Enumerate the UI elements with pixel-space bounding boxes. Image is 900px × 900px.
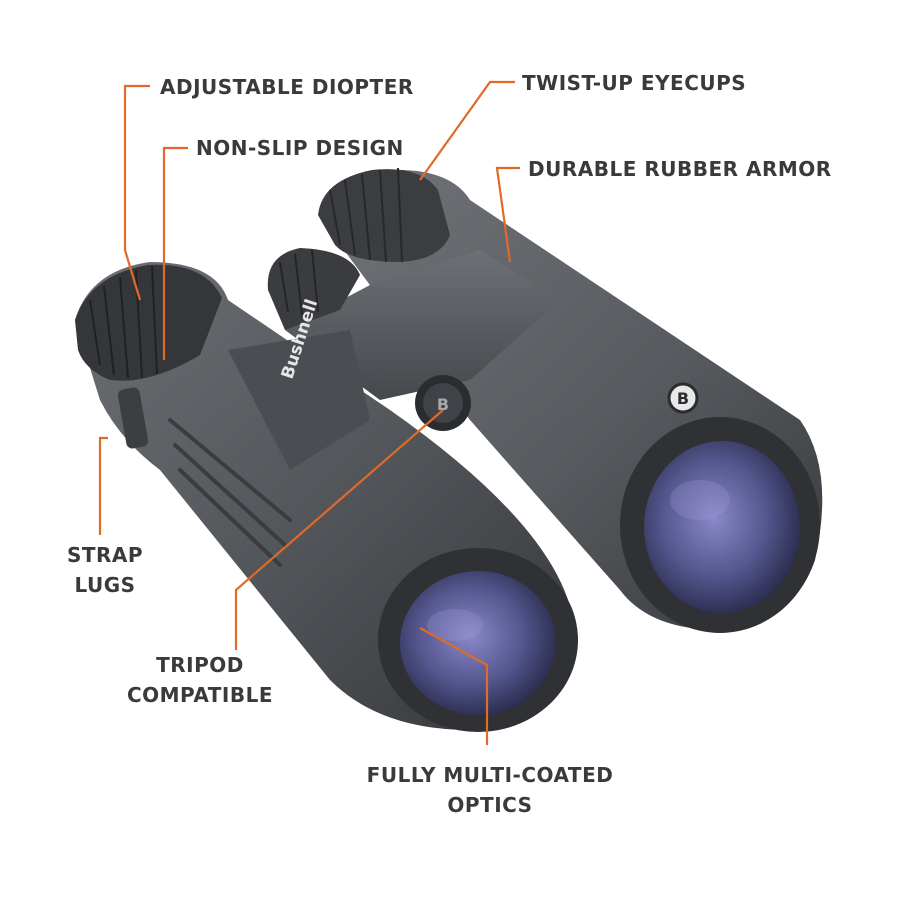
label-tripod-compatible: TRIPOD COMPATIBLE [120,650,280,710]
leader-adjustable-diopter [123,84,150,301]
leader-optics [419,627,489,745]
svg-text:B: B [677,389,689,408]
label-optics-line2: OPTICS [447,793,533,817]
label-adjustable-diopter: ADJUSTABLE DIOPTER [160,75,414,99]
label-tripod-compatible-line1: TRIPOD [156,653,244,677]
left-objective-lens [400,571,556,715]
strap-lug [117,387,149,449]
svg-text:B: B [437,395,449,414]
bushnell-badge-icon [667,382,699,414]
leader-twist-up-eyecups [419,80,515,181]
right-objective-lens [644,441,800,613]
leader-tripod-compatible [234,409,444,650]
label-non-slip-design: NON-SLIP DESIGN [196,136,404,160]
label-twist-up-eyecups: TWIST-UP EYECUPS [522,71,747,95]
label-fully-multi-coated-optics: FULLY MULTI-COATED OPTICS [355,760,625,820]
leader-strap-lugs [98,436,108,535]
label-strap-lugs: STRAP LUGS [55,540,155,600]
left-barrel: Bushnell [75,262,578,732]
leader-non-slip-design [162,146,188,360]
twist-up-eyecup-right [318,169,450,262]
leader-lines [98,80,520,745]
non-slip-grip-panel [228,330,370,470]
label-durable-rubber-armor: DURABLE RUBBER ARMOR [528,157,832,181]
label-tripod-compatible-line2: COMPATIBLE [126,683,274,707]
leader-durable-rubber-armor [495,166,520,263]
label-optics-line1: FULLY MULTI-COATED [366,763,614,787]
label-strap-lugs-line2: LUGS [74,573,136,597]
label-strap-lugs-line1: STRAP [66,543,144,567]
